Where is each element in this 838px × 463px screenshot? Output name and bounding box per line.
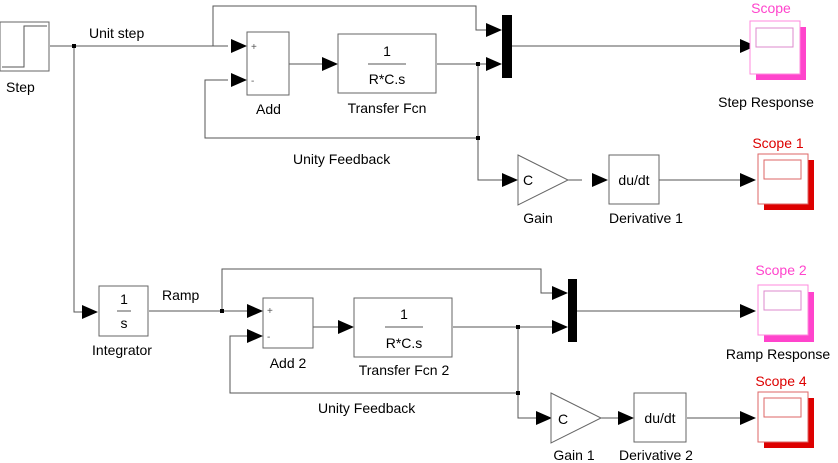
gain-1-block[interactable]: C Gain 1: [550, 392, 603, 463]
wire-to-gain[interactable]: [477, 138, 504, 181]
add-2-sign-minus: -: [267, 332, 270, 343]
gain-1-value: C: [558, 411, 568, 427]
arrow-head-icon: [486, 23, 502, 37]
junction-dot: [476, 136, 480, 140]
scope-screen-icon: [763, 397, 802, 418]
tf2-denominator: R*C.s: [386, 335, 423, 351]
integrator-block-name: Integrator: [92, 342, 152, 358]
tf2-block-name: Transfer Fcn 2: [359, 362, 450, 378]
mux-2-block[interactable]: [568, 279, 577, 342]
wire-feedback-top[interactable]: [204, 64, 479, 139]
add-block-name: Add: [256, 101, 281, 117]
derivative-2-text: du/dt: [644, 410, 675, 426]
tf-numerator: 1: [383, 43, 391, 59]
arrow-head-icon: [536, 411, 552, 425]
derivative-1-name: Derivative 1: [609, 210, 683, 226]
wire-ramp-to-mux2[interactable]: [221, 268, 552, 311]
transfer-fcn-block[interactable]: 1 R*C.s Transfer Fcn: [337, 33, 437, 116]
add-2-sign-plus: +: [267, 306, 273, 317]
arrow-head-icon: [338, 320, 354, 334]
junction-dot: [476, 62, 480, 66]
add-sign-minus: -: [251, 76, 254, 87]
integrator-denominator: s: [121, 315, 128, 331]
tf-denominator: R*C.s: [369, 71, 406, 87]
transfer-fcn-2-block[interactable]: 1 R*C.s Transfer Fcn 2: [353, 297, 453, 378]
mux-block[interactable]: [502, 15, 512, 78]
signal-label-unit-step: Unit step: [89, 25, 144, 41]
arrow-head-icon: [247, 304, 263, 318]
integrator-block[interactable]: 1 s Integrator: [92, 285, 152, 358]
junctions: [72, 44, 520, 395]
arrow-head-icon: [231, 39, 247, 53]
step-block[interactable]: Step: [0, 21, 50, 95]
derivative-1-block[interactable]: du/dt Derivative 1: [608, 154, 683, 226]
arrow-head-icon: [740, 173, 756, 187]
wires-bottom: [149, 268, 740, 419]
step-block-name: Step: [6, 79, 35, 95]
wire-step-to-integrator[interactable]: [73, 46, 88, 313]
arrow-head-icon: [502, 173, 518, 187]
wire-feedback-bottom[interactable]: [229, 327, 519, 394]
signal-label-ramp: Ramp: [162, 287, 200, 303]
scope-screen-icon: [763, 159, 802, 180]
add-block[interactable]: + - Add: [246, 31, 290, 117]
scope-2-title: Scope 2: [755, 262, 807, 278]
gain-value: C: [523, 172, 533, 188]
gain-block-name: Gain: [523, 210, 553, 226]
derivative-2-name: Derivative 2: [619, 447, 693, 463]
arrow-head-icon: [231, 73, 247, 87]
scope-block[interactable]: Scope Step Response: [718, 0, 814, 110]
scope-title: Scope: [751, 0, 791, 16]
gain-block[interactable]: C Gain: [517, 154, 570, 226]
arrow-head-icon: [247, 329, 263, 343]
arrow-head-icon: [740, 411, 756, 425]
derivative-1-text: du/dt: [618, 172, 649, 188]
arrow-head-icon: [552, 320, 568, 334]
arrowheads: [82, 23, 756, 425]
junction-dot: [516, 391, 520, 395]
junction-dot: [72, 44, 76, 48]
integrator-numerator: 1: [120, 291, 128, 307]
scope-2-block-name: Ramp Response: [726, 346, 830, 362]
arrow-head-icon: [618, 411, 634, 425]
arrow-head-icon: [592, 173, 608, 187]
add-2-block-name: Add 2: [270, 355, 307, 371]
arrow-head-icon: [740, 39, 756, 53]
signal-label-feedback-bottom: Unity Feedback: [318, 400, 416, 416]
arrow-head-icon: [740, 304, 756, 318]
junction-dot: [220, 309, 224, 313]
arrow-head-icon: [486, 57, 502, 71]
arrow-head-icon: [322, 57, 338, 71]
scope-4-title: Scope 4: [755, 373, 807, 389]
wires-top: [50, 5, 740, 313]
scope-screen-icon: [755, 27, 794, 48]
step-waveform-icon: [2, 25, 47, 68]
add-sign-plus: +: [251, 42, 257, 53]
scope-block-name: Step Response: [718, 94, 814, 110]
signal-label-feedback-top: Unity Feedback: [293, 151, 391, 167]
add-2-block[interactable]: + - Add 2: [262, 297, 314, 371]
tf-block-name: Transfer Fcn: [348, 100, 427, 116]
derivative-2-block[interactable]: du/dt Derivative 2: [619, 392, 693, 463]
arrow-head-icon: [82, 305, 98, 319]
junction-dot: [516, 325, 520, 329]
arrow-head-icon: [552, 286, 568, 300]
gain-1-block-name: Gain 1: [553, 447, 594, 463]
scope-screen-icon: [763, 290, 802, 311]
tf2-numerator: 1: [400, 306, 408, 322]
scope-1-block[interactable]: Scope 1: [752, 135, 814, 210]
wire-to-gain1[interactable]: [517, 393, 538, 419]
scope-2-block[interactable]: Scope 2 Ramp Response: [726, 262, 830, 362]
scope-4-block[interactable]: Scope 4: [755, 373, 814, 448]
scope-1-title: Scope 1: [752, 135, 804, 151]
wire-step-to-mux[interactable]: [212, 5, 486, 46]
